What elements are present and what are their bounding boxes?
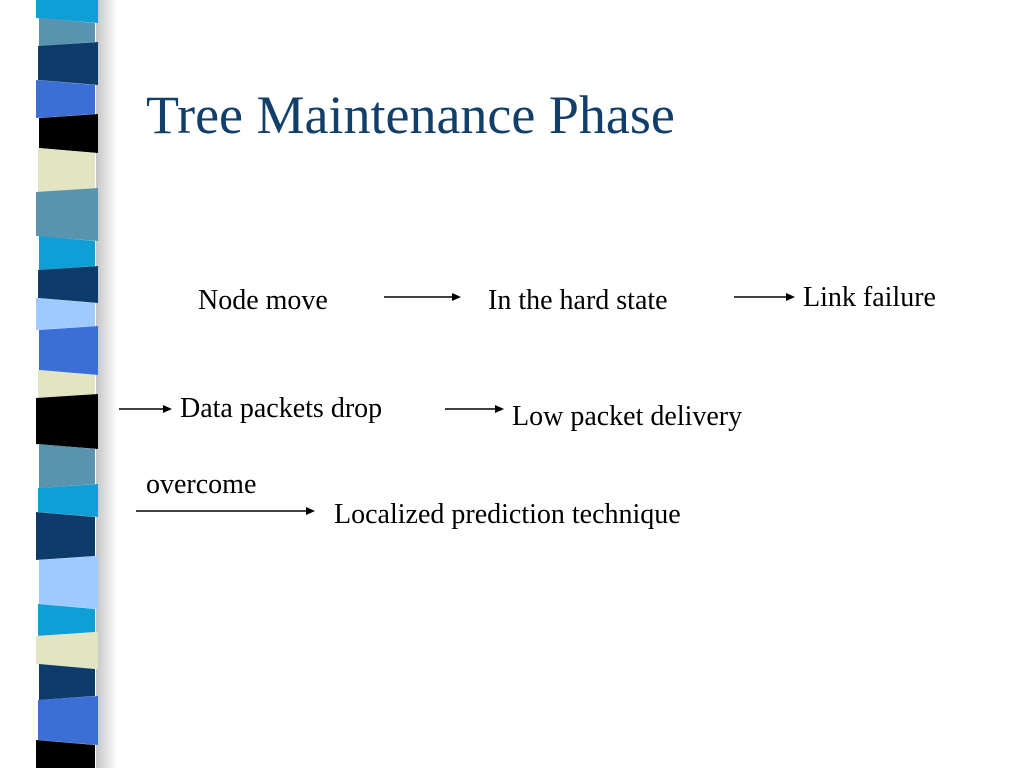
stripe-band [36, 0, 98, 23]
stripe-band [39, 444, 95, 488]
stripe-band [38, 484, 98, 517]
stripe-band [39, 236, 95, 270]
stripe-band [38, 148, 95, 192]
stripe-band [36, 80, 95, 118]
hard-state-label: In the hard state [488, 285, 668, 316]
stripe-band [36, 512, 95, 560]
stripe-band [39, 114, 98, 153]
arrow-right-icon [136, 507, 315, 515]
decorative-stripe-bar [36, 0, 98, 768]
arrow-right-icon [445, 405, 504, 413]
stripe-band [36, 632, 98, 669]
stripe-band [39, 556, 98, 609]
decorative-shadow [96, 0, 118, 768]
node-move-label: Node move [198, 285, 328, 316]
stripe-band [36, 298, 95, 330]
arrow-right-icon [384, 293, 461, 301]
stripe-band [39, 18, 95, 46]
stripe-band [39, 664, 95, 700]
low-packet-delivery-label: Low packet delivery [512, 401, 743, 432]
technique-label: Localized prediction technique [334, 499, 681, 530]
stripe-band [39, 326, 98, 375]
stripe-band [38, 696, 98, 745]
stripe-band [36, 740, 95, 768]
data-packets-drop-label: Data packets drop [180, 393, 383, 424]
arrow-right-icon [734, 293, 795, 301]
stripe-band [38, 42, 98, 85]
overcome-label: overcome [146, 469, 257, 500]
stripe-band [36, 188, 98, 241]
arrow-right-icon [119, 405, 172, 413]
slide-title: Tree Maintenance Phase [146, 85, 675, 145]
stripe-band [38, 266, 98, 303]
stripe-band [36, 394, 98, 449]
stripe-band [38, 370, 95, 398]
stripe-band [38, 604, 95, 636]
link-failure-label: Link failure [803, 282, 936, 313]
